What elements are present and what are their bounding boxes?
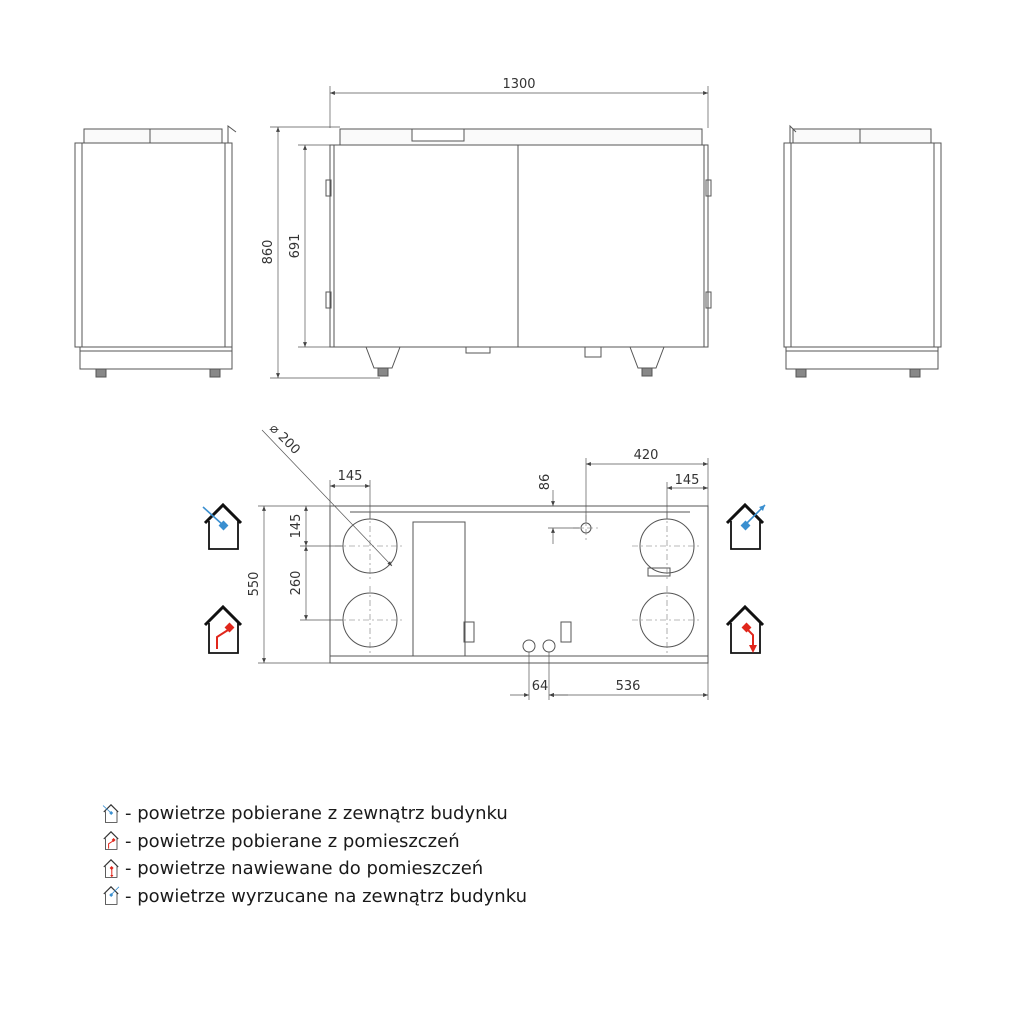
dim-height-total: 860 — [261, 240, 276, 265]
dim-connector-offset: 536 — [616, 679, 641, 694]
plan-centerlines — [335, 512, 702, 654]
left-side-view — [74, 125, 237, 378]
outdoor-intake-air-icon — [202, 502, 243, 550]
dim-connector-spacing: 64 — [532, 679, 549, 694]
legend-label: - powietrze wyrzucane na zewnątrz budynk… — [125, 885, 527, 907]
room-extract-air-icon — [203, 604, 243, 654]
room-extract-air-icon — [103, 831, 119, 851]
dimension-lines — [258, 86, 709, 700]
dim-top-right-offset: 145 — [675, 473, 700, 488]
outdoor-intake-air-icon — [102, 803, 119, 823]
front-view — [325, 128, 712, 377]
right-side-view — [783, 124, 942, 378]
dim-top-left-offset: 145 — [338, 469, 363, 484]
technical-drawing: 1300 860 691 ⌀ 200 145 420 145 86 550 14… — [74, 77, 942, 700]
legend-item: - powietrze pobierane z zewnątrz budynku — [101, 800, 527, 828]
dim-top-right-span: 420 — [634, 448, 659, 463]
legend-label: - powietrze nawiewane do pomieszczeń — [125, 858, 484, 880]
legend-item: - powietrze nawiewane do pomieszczeń — [101, 855, 527, 883]
supply-air-icon — [103, 858, 119, 878]
legend-label: - powietrze pobierane z pomieszczeń — [125, 830, 460, 852]
dim-width-total: 1300 — [502, 77, 535, 92]
dimension-labels: 1300 860 691 ⌀ 200 145 420 145 86 550 14… — [247, 77, 699, 694]
plan-view — [329, 505, 709, 664]
dim-port-spacing: 260 — [289, 571, 304, 596]
legend: - powietrze pobierane z zewnątrz budynku… — [101, 800, 527, 910]
legend-label: - powietrze pobierane z zewnątrz budynku — [125, 803, 508, 825]
supply-air-icon — [725, 604, 765, 654]
exhaust-air-icon — [103, 886, 120, 906]
exhaust-air-icon — [725, 502, 766, 550]
dim-depth-total: 550 — [247, 572, 262, 597]
dim-drain-offset: 86 — [538, 474, 553, 491]
legend-item: - powietrze wyrzucane na zewnątrz budynk… — [101, 883, 527, 911]
dim-port-top-offset: 145 — [289, 514, 304, 539]
legend-item: - powietrze pobierane z pomieszczeń — [101, 828, 527, 856]
dim-height-body: 691 — [288, 234, 303, 259]
dim-duct-diameter: ⌀ 200 — [266, 421, 303, 458]
